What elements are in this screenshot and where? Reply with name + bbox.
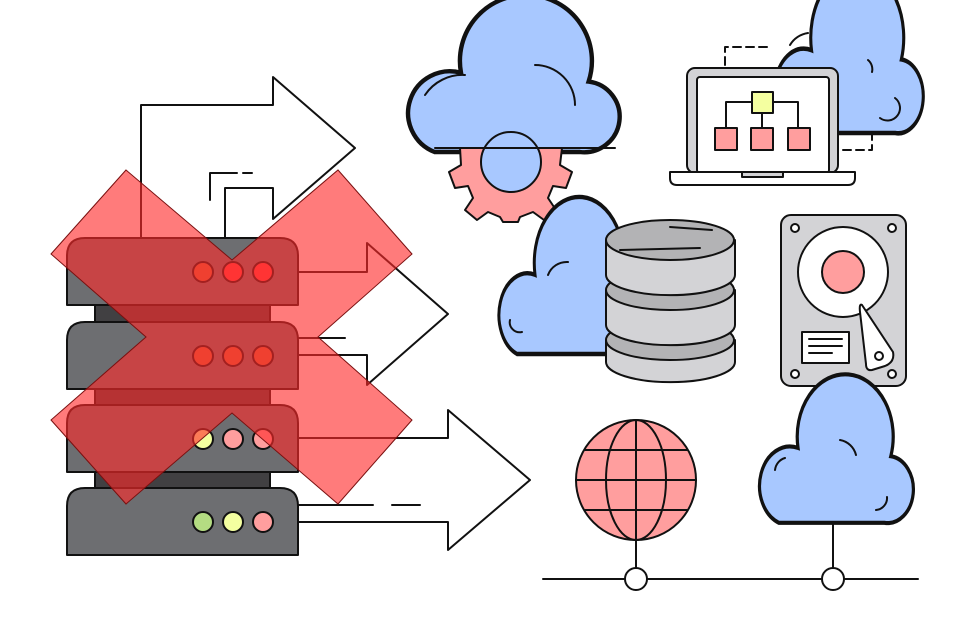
cloud-gear-icon <box>408 0 620 223</box>
database-icon <box>605 219 736 384</box>
server-unit <box>66 487 299 556</box>
org-root-node <box>751 91 774 114</box>
cloud-icon <box>760 374 914 523</box>
server-led <box>222 428 244 450</box>
arrow-top <box>140 76 356 239</box>
database-cloud-icon <box>499 197 736 384</box>
network-node <box>624 567 648 591</box>
error-cross-icon <box>50 169 413 505</box>
server-led <box>192 511 214 533</box>
laptop-cloud-icon <box>669 0 923 186</box>
gear-icon <box>434 131 616 223</box>
server-led <box>222 511 244 533</box>
hard-drive-icon <box>780 214 907 387</box>
server-led <box>252 511 274 533</box>
network-node <box>821 567 845 591</box>
globe-icon <box>575 419 697 541</box>
network-line <box>542 522 919 591</box>
